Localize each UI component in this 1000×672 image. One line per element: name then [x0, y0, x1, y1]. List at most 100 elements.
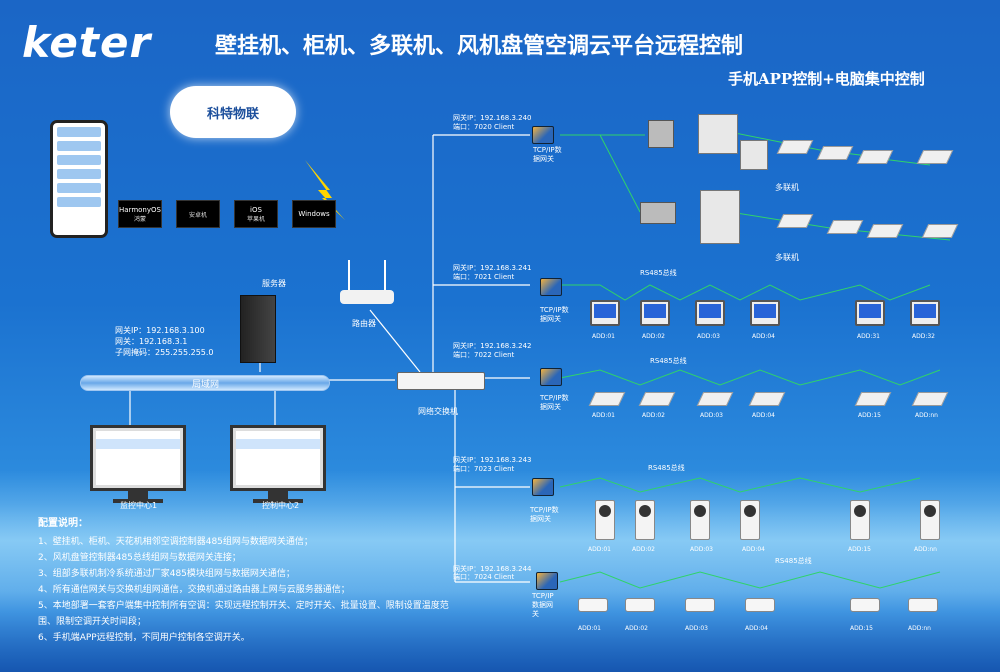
fan-icon: [639, 505, 651, 517]
vrf-module-icon: [648, 120, 674, 148]
floor-unit-icon: [595, 500, 615, 540]
gateway-5-icon: [536, 572, 558, 590]
control-center-2: [230, 425, 326, 503]
server-gateway: 网关：192.168.3.1: [115, 337, 188, 346]
thermostat-screen: [859, 304, 881, 318]
note-item: 4、所有通信网关与交换机组网通信，交换机通过路由器上网与云服务器通信；: [38, 585, 350, 595]
addr-label: ADD:02: [642, 333, 666, 340]
lan-label: 局域网: [192, 380, 220, 390]
gateway-3-icon: [540, 368, 562, 386]
gateway-5-label: TCP/IP数据网关: [532, 592, 554, 618]
thermostat-icon: [640, 300, 670, 326]
addr-label: ADD:nn: [914, 546, 937, 553]
floor-unit-icon: [920, 500, 940, 540]
cloud-label: 科特物联: [206, 106, 259, 122]
server-label: 服务器: [262, 279, 286, 288]
gateway-1-ip: 网关IP：192.168.3.240: [453, 114, 532, 122]
addr-label: ADD:nn: [908, 625, 931, 632]
thermostat-screen: [644, 304, 666, 318]
app-row: [57, 169, 101, 179]
floor-unit-icon: [850, 500, 870, 540]
thermostat-icon: [750, 300, 780, 326]
control-center-2-label: 控制中心2: [262, 501, 300, 510]
thermostat-icon: [855, 300, 885, 326]
monitor-icon: [90, 425, 186, 491]
monitor-base: [253, 499, 303, 503]
addr-label: ADD:04: [752, 333, 776, 340]
os-sub: 安卓机: [188, 211, 207, 219]
fan-icon: [854, 505, 866, 517]
gateway-4-icon: [532, 478, 554, 496]
os-label: Windows: [298, 210, 330, 218]
control-center-1-label: 监控中心1: [120, 501, 158, 510]
thermostat-screen: [699, 304, 721, 318]
floor-unit-icon: [635, 500, 655, 540]
gateway-1-icon: [532, 126, 554, 144]
gateway-2-icon: [540, 278, 562, 296]
config-notes: 配置说明： 1、壁挂机、柜机、天花机相邻空调控制器485组网与数据网关通信； 2…: [38, 516, 458, 646]
brand-logo: keter: [22, 18, 152, 67]
note-item: 6、手机端APP远程控制，不同用户控制各空调开关。: [38, 633, 250, 643]
thermostat-icon: [910, 300, 940, 326]
addr-label: ADD:01: [578, 625, 602, 632]
thermostat-icon: [695, 300, 725, 326]
server-ip: 网关IP：192.168.3.100: [115, 326, 205, 335]
fan-icon: [744, 505, 756, 517]
sea-background: [0, 470, 1000, 672]
monitor-icon: [230, 425, 326, 491]
thermostat-icon: [590, 300, 620, 326]
wall-unit-icon: [745, 598, 775, 612]
addr-label: ADD:02: [642, 412, 666, 419]
fan-icon: [694, 505, 706, 517]
lan-bar: [80, 375, 330, 391]
cloud-platform: 科特物联: [170, 86, 296, 138]
monitor-base: [113, 499, 163, 503]
floor-unit-icon: [690, 500, 710, 540]
addr-label: ADD:01: [588, 546, 612, 553]
vrf-outdoor-icon: [698, 114, 738, 154]
app-row: [57, 183, 101, 193]
addr-label: ADD:nn: [915, 412, 938, 419]
app-row: [57, 197, 101, 207]
addr-label: ADD:03: [690, 546, 714, 553]
addr-label: ADD:04: [752, 412, 776, 419]
os-sub: 苹果机: [246, 215, 265, 223]
phone-app: [50, 120, 108, 238]
page-title: 壁挂机、柜机、多联机、风机盘管空调云平台远程控制: [215, 33, 744, 59]
gateway-4-port: 端口：7023 Client: [453, 465, 515, 473]
addr-label: ADD:32: [912, 333, 936, 340]
addr-label: ADD:01: [592, 412, 616, 419]
switch-label: 网络交换机: [418, 407, 458, 416]
android-icon: 安卓机: [176, 200, 220, 228]
gateway-2-label: TCP/IP数据网关: [540, 306, 569, 323]
server-icon: [240, 295, 276, 363]
gateway-1-port: 端口：7020 Client: [453, 123, 515, 131]
thermostat-screen: [594, 304, 616, 318]
addr-label: ADD:04: [742, 546, 766, 553]
windows-icon: Windows: [292, 200, 336, 228]
fan-icon: [599, 505, 611, 517]
router-label: 路由器: [352, 319, 376, 328]
monitor-stand: [268, 491, 288, 499]
monitor-screen: [236, 431, 320, 485]
vrf-b-label: 多联机: [775, 253, 799, 262]
page-subtitle: 手机APP控制+电脑集中控制: [728, 70, 925, 88]
addr-label: ADD:04: [745, 625, 769, 632]
os-label: iOS: [250, 205, 262, 214]
addr-label: ADD:03: [700, 412, 724, 419]
addr-label: ADD:15: [850, 625, 874, 632]
addr-label: ADD:15: [848, 546, 872, 553]
app-row: [57, 155, 101, 165]
thermostat-screen: [754, 304, 776, 318]
note-item: 2、风机盘管控制器485总线组网与数据网关连接；: [38, 553, 241, 563]
control-center-1: [90, 425, 186, 503]
gateway-3-ip: 网关IP：192.168.3.242: [453, 342, 532, 350]
addr-label: ADD:01: [592, 333, 616, 340]
os-sub: 鸿蒙: [133, 215, 146, 223]
note-item: 1、壁挂机、柜机、天花机相邻空调控制器485组网与数据网关通信；: [38, 537, 313, 547]
floor-unit-icon: [740, 500, 760, 540]
wall-unit-icon: [908, 598, 938, 612]
gateway-5-ip: 网关IP：192.168.3.244: [453, 565, 532, 573]
gateway-2-ip: 网关IP：192.168.3.241: [453, 264, 532, 272]
